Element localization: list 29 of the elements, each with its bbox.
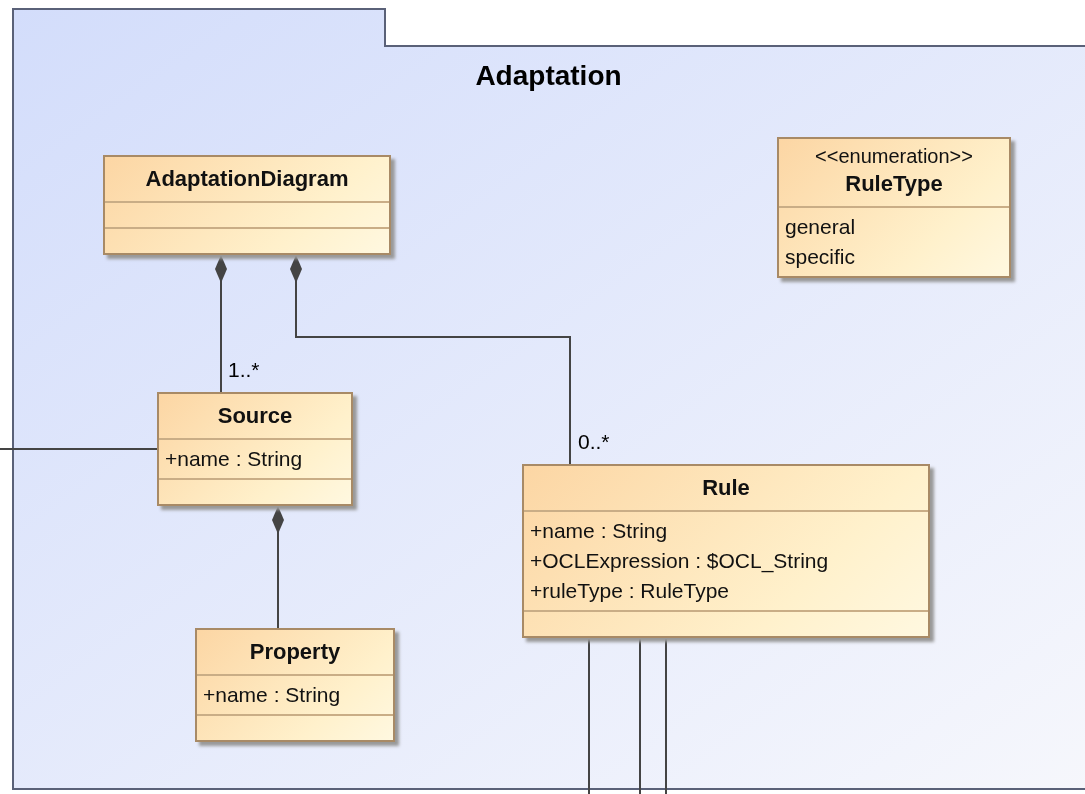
package-frame [12, 8, 1085, 790]
class-box [522, 464, 930, 638]
connector-line [290, 254, 571, 465]
class-name: RuleType [845, 170, 943, 198]
class-box [195, 628, 395, 742]
enum-literal: general [785, 214, 856, 240]
multiplicity-label: 0..* [578, 430, 610, 454]
class-name: Source [217, 402, 293, 430]
class-name: Property [249, 638, 341, 666]
multiplicity-label: 1..* [228, 358, 260, 382]
class-box [157, 392, 353, 506]
enum-literal: specific [785, 244, 856, 270]
class-name: Rule [702, 474, 750, 502]
package-title: Adaptation [475, 60, 622, 92]
connector-line [215, 254, 227, 393]
attribute-text: +ruleType : RuleType [530, 578, 730, 604]
attribute-text: +name : String [530, 518, 668, 544]
attribute-text: +name : String [165, 446, 303, 472]
stereotype-text: <<enumeration>> [815, 145, 973, 168]
connector-line [639, 637, 641, 794]
class-box [103, 155, 391, 255]
attribute-text: +OCLExpression : $OCL_String [530, 548, 829, 575]
connector-line [0, 448, 158, 450]
class-name: AdaptationDiagram [145, 165, 349, 193]
connector-line [272, 505, 284, 629]
enumeration-box [777, 137, 1011, 278]
attribute-text: +name : String [203, 682, 341, 708]
connector-line [588, 637, 590, 794]
connector-line [665, 637, 667, 794]
